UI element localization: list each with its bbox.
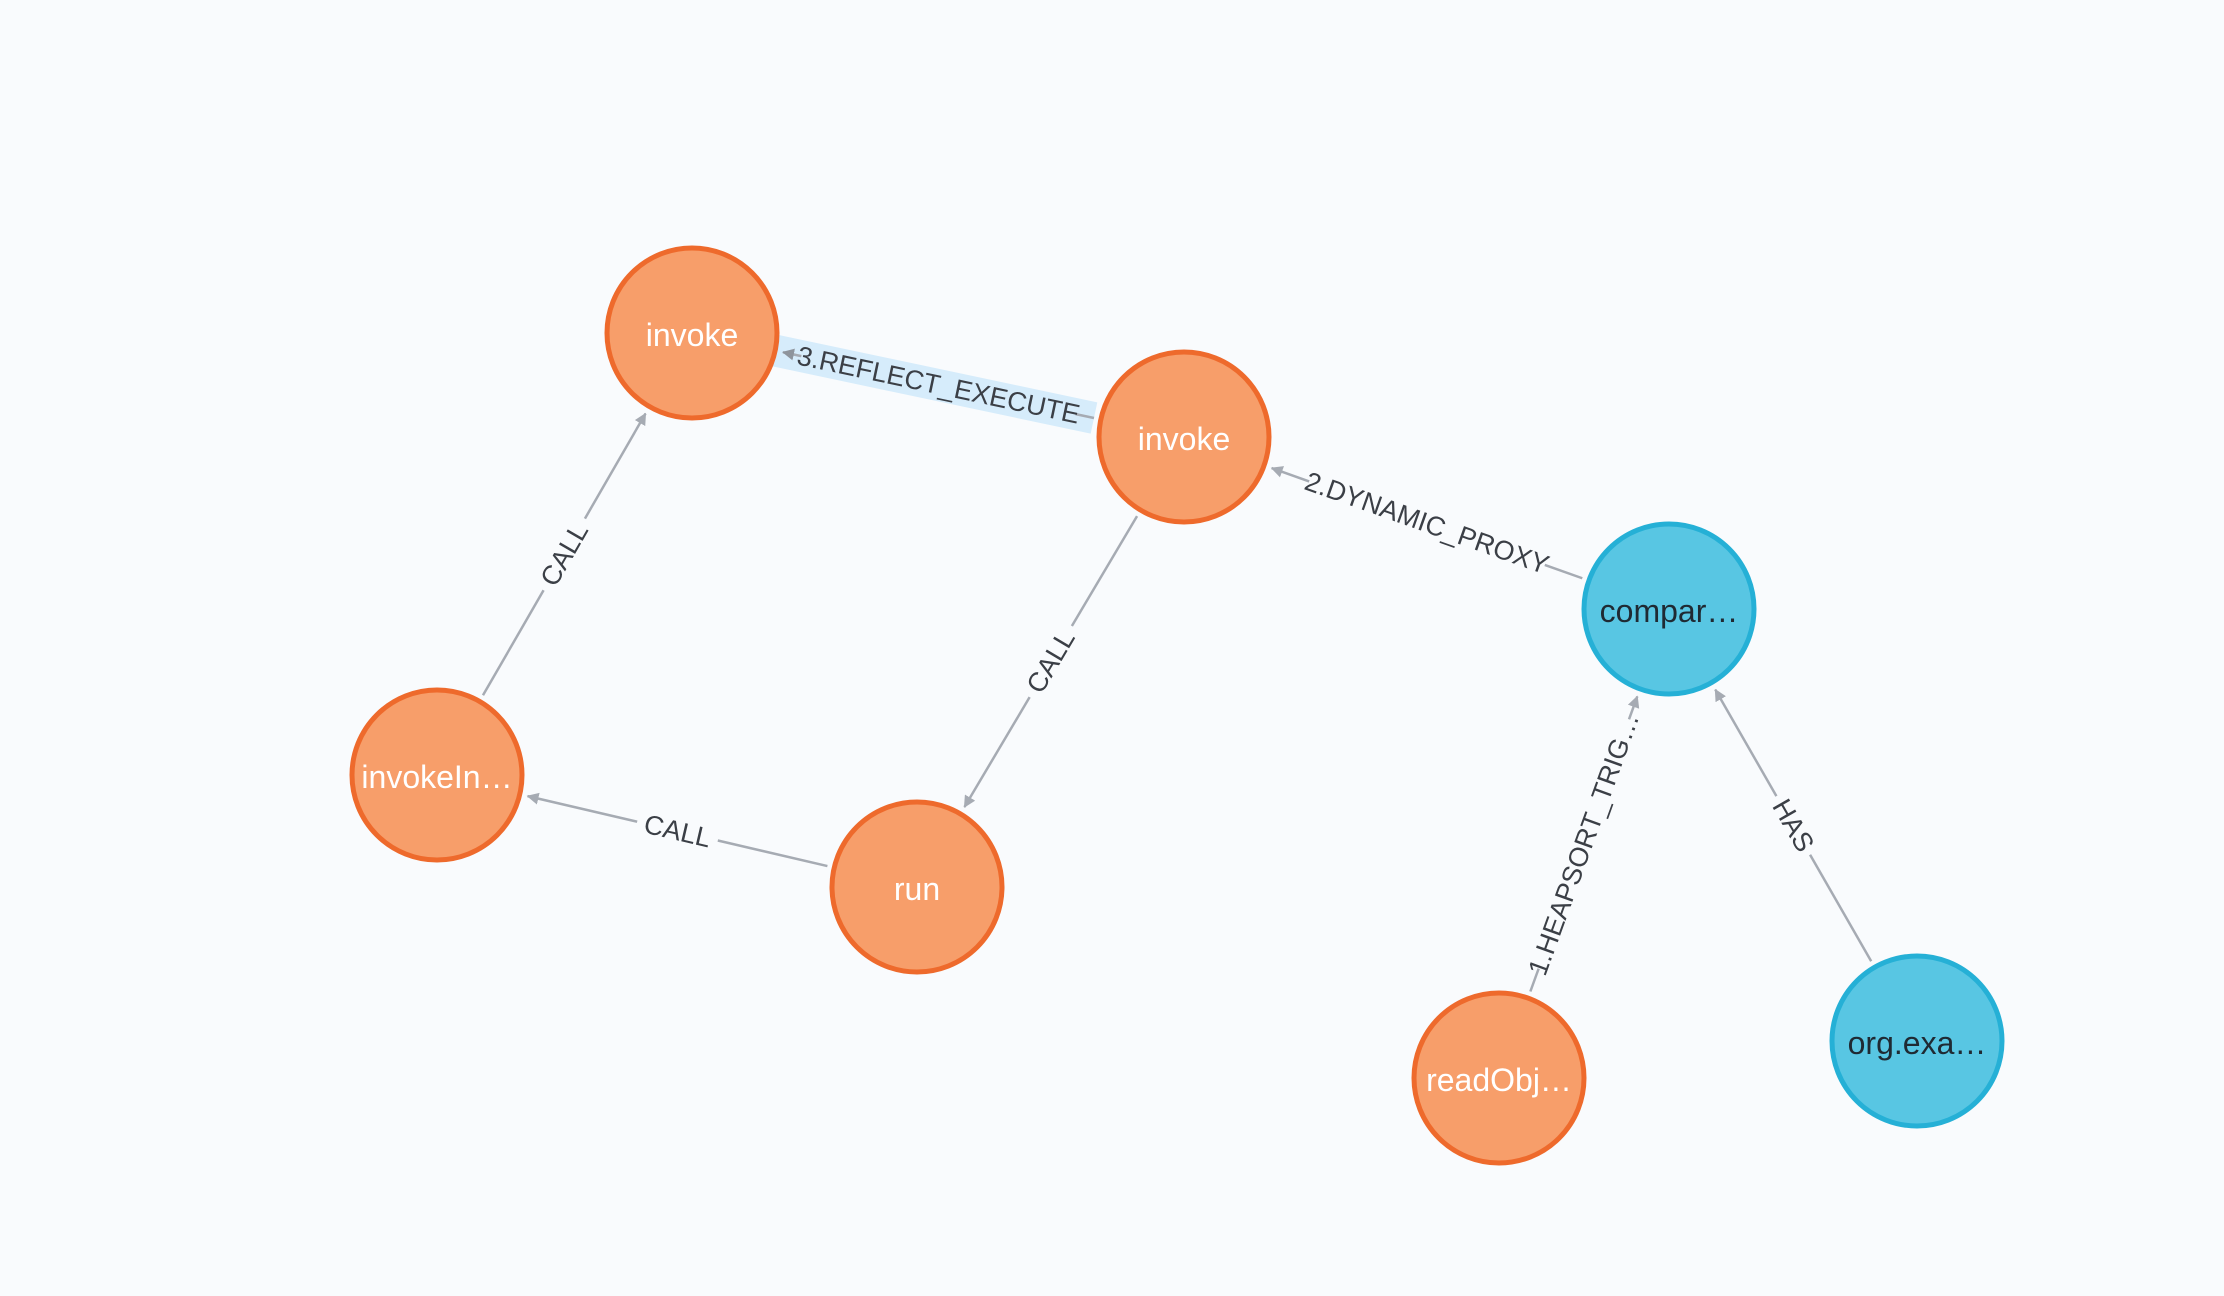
edge-label: 3.REFLECT_EXECUTE [794, 341, 1082, 430]
edge-arrow [1270, 466, 1310, 483]
node-readobj[interactable]: readObj… [1411, 990, 1587, 1166]
node-compar[interactable]: compar… [1581, 521, 1757, 697]
edge-line [1529, 968, 1540, 992]
node-label: compar… [1600, 593, 1739, 629]
node-label: invoke [1138, 421, 1231, 457]
method-node-circle [1096, 349, 1272, 525]
class-node-circle [1581, 521, 1757, 697]
edge-reflect[interactable]: 3.REFLECT_EXECUTE [762, 332, 1098, 434]
edge-call-mid[interactable]: CALL [963, 515, 1139, 808]
nodes-layer: invoke invoke compar… invokeIn… run readObj… o… [349, 245, 2005, 1166]
node-label: invokeIn… [361, 759, 512, 795]
node-invokein[interactable]: invokeIn… [349, 687, 525, 863]
edge-line [481, 589, 545, 696]
method-node-circle [1411, 990, 1587, 1166]
edge-arrow [1714, 688, 1778, 797]
method-node-circle [604, 245, 780, 421]
node-invoke-top[interactable]: invoke [604, 245, 780, 421]
edge-arrow [1627, 695, 1640, 720]
edge-label: HAS [1766, 794, 1820, 857]
edge-has[interactable]: HAS [1714, 688, 1873, 962]
node-run[interactable]: run [829, 799, 1005, 975]
node-label: org.exa… [1848, 1025, 1987, 1061]
edge-arrow [963, 696, 1031, 808]
edge-proxy[interactable]: 2.DYNAMIC_PROXY [1270, 466, 1583, 580]
edge-line [1075, 412, 1095, 420]
edge-heapsort[interactable]: 1.HEAPSORT_TRIG… [1522, 695, 1645, 992]
edge-label: CALL [534, 518, 594, 592]
edge-line [1808, 854, 1873, 962]
node-orgexa[interactable]: org.exa… [1829, 953, 2005, 1129]
node-label: readObj… [1426, 1062, 1572, 1098]
edge-line [1070, 515, 1139, 627]
edge-label: CALL [1021, 625, 1081, 698]
edge-highlight [762, 332, 1098, 434]
edge-label: CALL [641, 809, 714, 854]
node-label: invoke [646, 317, 739, 353]
edge-call-bottom[interactable]: CALL [526, 792, 828, 868]
method-node-circle [349, 687, 525, 863]
edge-arrow [782, 348, 802, 361]
edge-label: 1.HEAPSORT_TRIG… [1522, 709, 1645, 980]
edge-call-left[interactable]: CALL [481, 412, 647, 696]
edge-line [717, 839, 828, 868]
edge-label: 2.DYNAMIC_PROXY [1301, 466, 1553, 580]
edge-arrow [583, 412, 647, 520]
node-label: run [894, 871, 940, 907]
node-invoke-mid[interactable]: invoke [1096, 349, 1272, 525]
class-node-circle [1829, 953, 2005, 1129]
edge-line [1544, 563, 1583, 580]
method-node-circle [829, 799, 1005, 975]
edge-arrow [526, 792, 638, 823]
